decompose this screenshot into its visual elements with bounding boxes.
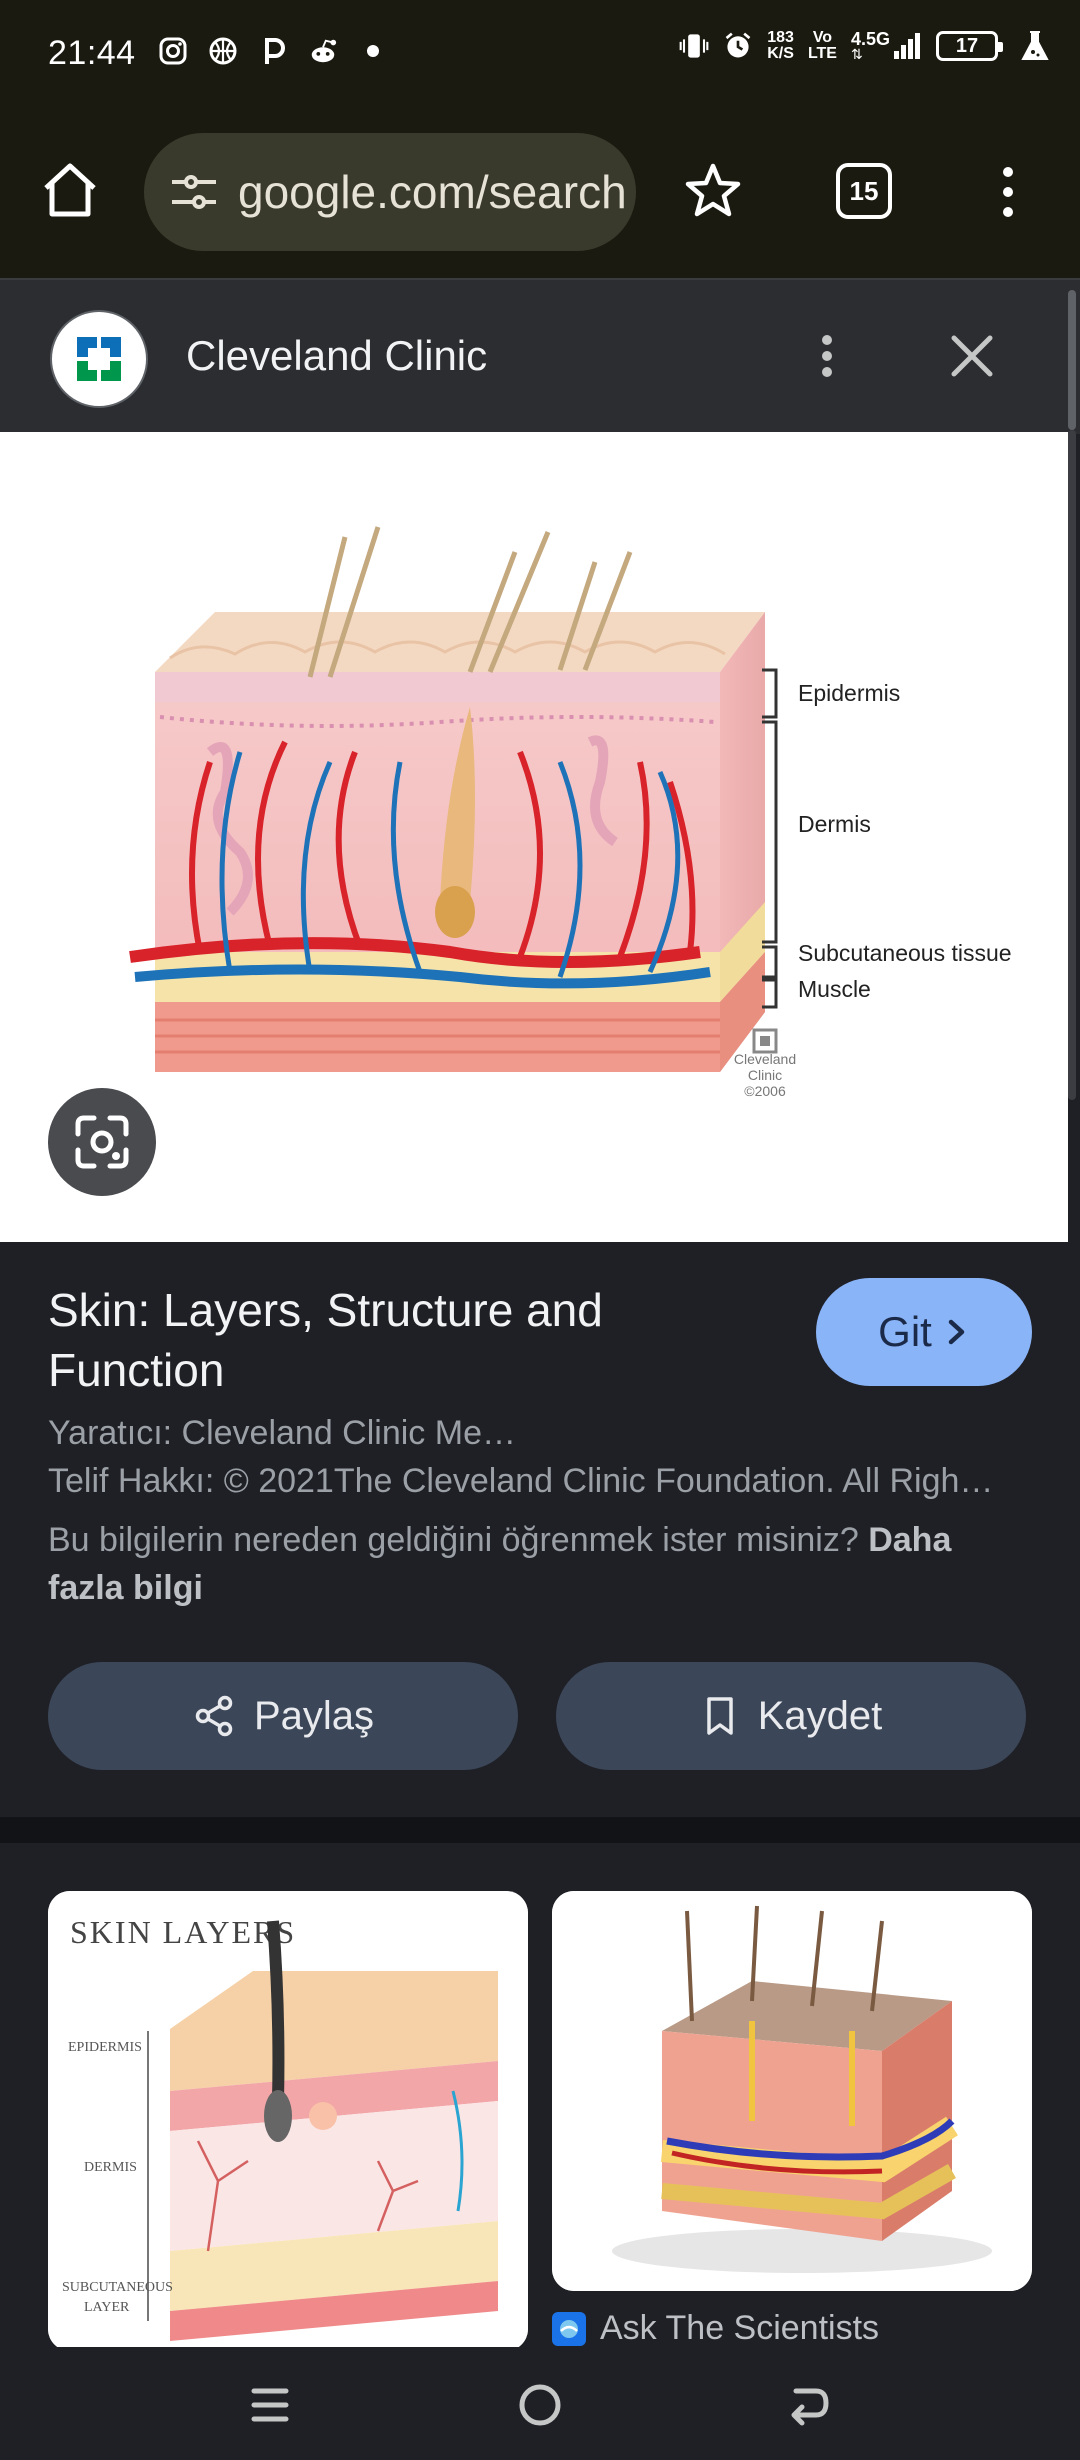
lens-icon — [75, 1115, 129, 1169]
image-source-header: Cleveland Clinic — [0, 278, 1080, 434]
card1-title: SKIN LAYERS — [70, 1914, 296, 1950]
menu-icon — [251, 2388, 289, 2422]
volte-bottom: LTE — [807, 45, 837, 62]
chevron-right-icon — [948, 1319, 965, 1345]
card1-label-layer: LAYER — [84, 2300, 130, 2315]
circle-home-icon — [519, 2384, 561, 2426]
result-title[interactable]: Skin: Layers, Structure and Function — [48, 1284, 603, 1396]
close-icon — [951, 335, 993, 377]
watermark-year: ©2006 — [744, 1083, 786, 1099]
dot-icon — [358, 36, 388, 66]
source-name[interactable]: Cleveland Clinic — [186, 332, 488, 379]
network-type: 4.5G — [850, 29, 890, 49]
card1-label-subcutaneous: SUBCUTANEOUS — [62, 2280, 173, 2295]
result-info-panel: Skin: Layers, Structure and Function Git… — [0, 1242, 1080, 1817]
volte-indicator: Vo LTE — [808, 30, 837, 62]
watermark-line2: Clinic — [748, 1067, 782, 1083]
visit-label: Git — [878, 1308, 932, 1355]
share-button[interactable]: Paylaş — [48, 1662, 518, 1770]
related-skin-cube-image — [552, 1891, 1032, 2291]
browser-menu-button[interactable] — [990, 162, 1026, 222]
save-label: Kaydet — [757, 1693, 883, 1738]
watermark-line1: Cleveland — [734, 1051, 796, 1067]
related-image-card[interactable]: SKIN LAYERS EPIDERMIS DERMIS SUBCUTANEOU… — [48, 1891, 528, 2347]
star-icon — [685, 163, 741, 217]
signal-indicator: 4.5G ⇅ — [850, 29, 922, 62]
google-lens-button[interactable] — [48, 1088, 156, 1196]
back-nav-button[interactable] — [780, 2377, 836, 2433]
back-icon — [791, 2388, 829, 2426]
label-epidermis: Epidermis — [798, 680, 900, 706]
signal-icon — [894, 33, 920, 59]
flask-icon — [1020, 31, 1050, 61]
battery-icon: 17 — [936, 31, 1003, 61]
creator-text: Yaratıcı: Cleveland Clinic Me… — [48, 1414, 516, 1452]
bookmark-star-button[interactable] — [682, 160, 744, 222]
share-label: Paylaş — [253, 1693, 375, 1738]
data-arrows-icon: ⇅ — [850, 46, 863, 62]
home-icon — [44, 163, 96, 217]
battery-level: 17 — [955, 34, 979, 57]
bookmark-icon — [706, 1697, 733, 1735]
net-speed: 183 K/S — [767, 30, 794, 62]
system-icons: 183 K/S Vo LTE 4.5G ⇅ 17 — [679, 30, 1050, 62]
related-source[interactable]: Ask The Scientists — [552, 2309, 879, 2347]
label-dermis: Dermis — [798, 811, 871, 837]
section-divider — [0, 1817, 1080, 1843]
basketball-icon — [208, 36, 238, 66]
card1-label-dermis: DERMIS — [84, 2160, 137, 2175]
scrollbar-track[interactable] — [1068, 430, 1076, 1100]
close-button[interactable] — [944, 328, 1000, 384]
volte-top: Vo — [812, 29, 833, 46]
share-icon — [195, 1695, 233, 1737]
net-speed-unit: K/S — [767, 45, 794, 62]
ask-the-scientists-favicon — [552, 2311, 586, 2346]
cleveland-clinic-logo — [50, 310, 148, 408]
more-vert-icon — [1003, 167, 1013, 217]
system-navigation-bar — [0, 2347, 1080, 2460]
visit-button[interactable]: Git — [816, 1278, 1032, 1386]
tune-icon[interactable] — [168, 166, 220, 218]
scrollbar-thumb[interactable] — [1068, 290, 1076, 430]
status-time: 21:44 — [48, 34, 136, 72]
url-text: google.com/search — [238, 166, 627, 218]
card1-label-epidermis: EPIDERMIS — [68, 2040, 142, 2055]
skin-diagram: Epidermis Dermis Subcutaneous tissue Mus… — [129, 526, 1012, 1099]
source-more-button[interactable] — [812, 326, 842, 386]
net-speed-value: 183 — [767, 29, 794, 46]
related-skin-layers-image: SKIN LAYERS EPIDERMIS DERMIS SUBCUTANEOU… — [48, 1891, 528, 2347]
vibrate-icon — [679, 31, 709, 61]
save-button[interactable]: Kaydet — [556, 1662, 1026, 1770]
related-images: SKIN LAYERS EPIDERMIS DERMIS SUBCUTANEOU… — [0, 1843, 1080, 2347]
instagram-icon — [158, 36, 188, 66]
learn-more-text: Bu bilgilerin nereden geldiğini öğrenmek… — [48, 1516, 1028, 1612]
tab-switcher-button[interactable]: 15 — [836, 163, 892, 219]
url-bar[interactable]: google.com/search — [144, 133, 636, 251]
recent-apps-button[interactable] — [242, 2377, 298, 2433]
home-nav-button[interactable] — [512, 2377, 568, 2433]
learn-more-link[interactable]: Daha fazla bilgi — [48, 1521, 952, 1607]
browser-toolbar: google.com/search 15 — [0, 110, 1080, 278]
learn-more-prefix: Bu bilgilerin nereden geldiğini öğrenmek… — [48, 1521, 859, 1559]
skin-layers-image[interactable]: Epidermis Dermis Subcutaneous tissue Mus… — [0, 432, 1068, 1242]
related-source-name: Ask The Scientists — [600, 2309, 880, 2347]
label-muscle: Muscle — [798, 976, 871, 1002]
more-vert-icon — [822, 335, 832, 377]
notification-icons — [158, 36, 388, 66]
label-subcutaneous: Subcutaneous tissue — [798, 940, 1012, 966]
alarm-icon — [723, 31, 753, 61]
copyright-text: Telif Hakkı: © 2021The Cleveland Clinic … — [48, 1462, 994, 1500]
pinterest-p-icon — [258, 36, 288, 66]
home-button[interactable] — [38, 158, 102, 222]
status-bar: 21:44 183 K/S Vo LTE — [0, 0, 1080, 110]
tab-count: 15 — [849, 175, 879, 206]
related-image-card[interactable] — [552, 1891, 1032, 2291]
reddit-icon — [308, 36, 338, 66]
